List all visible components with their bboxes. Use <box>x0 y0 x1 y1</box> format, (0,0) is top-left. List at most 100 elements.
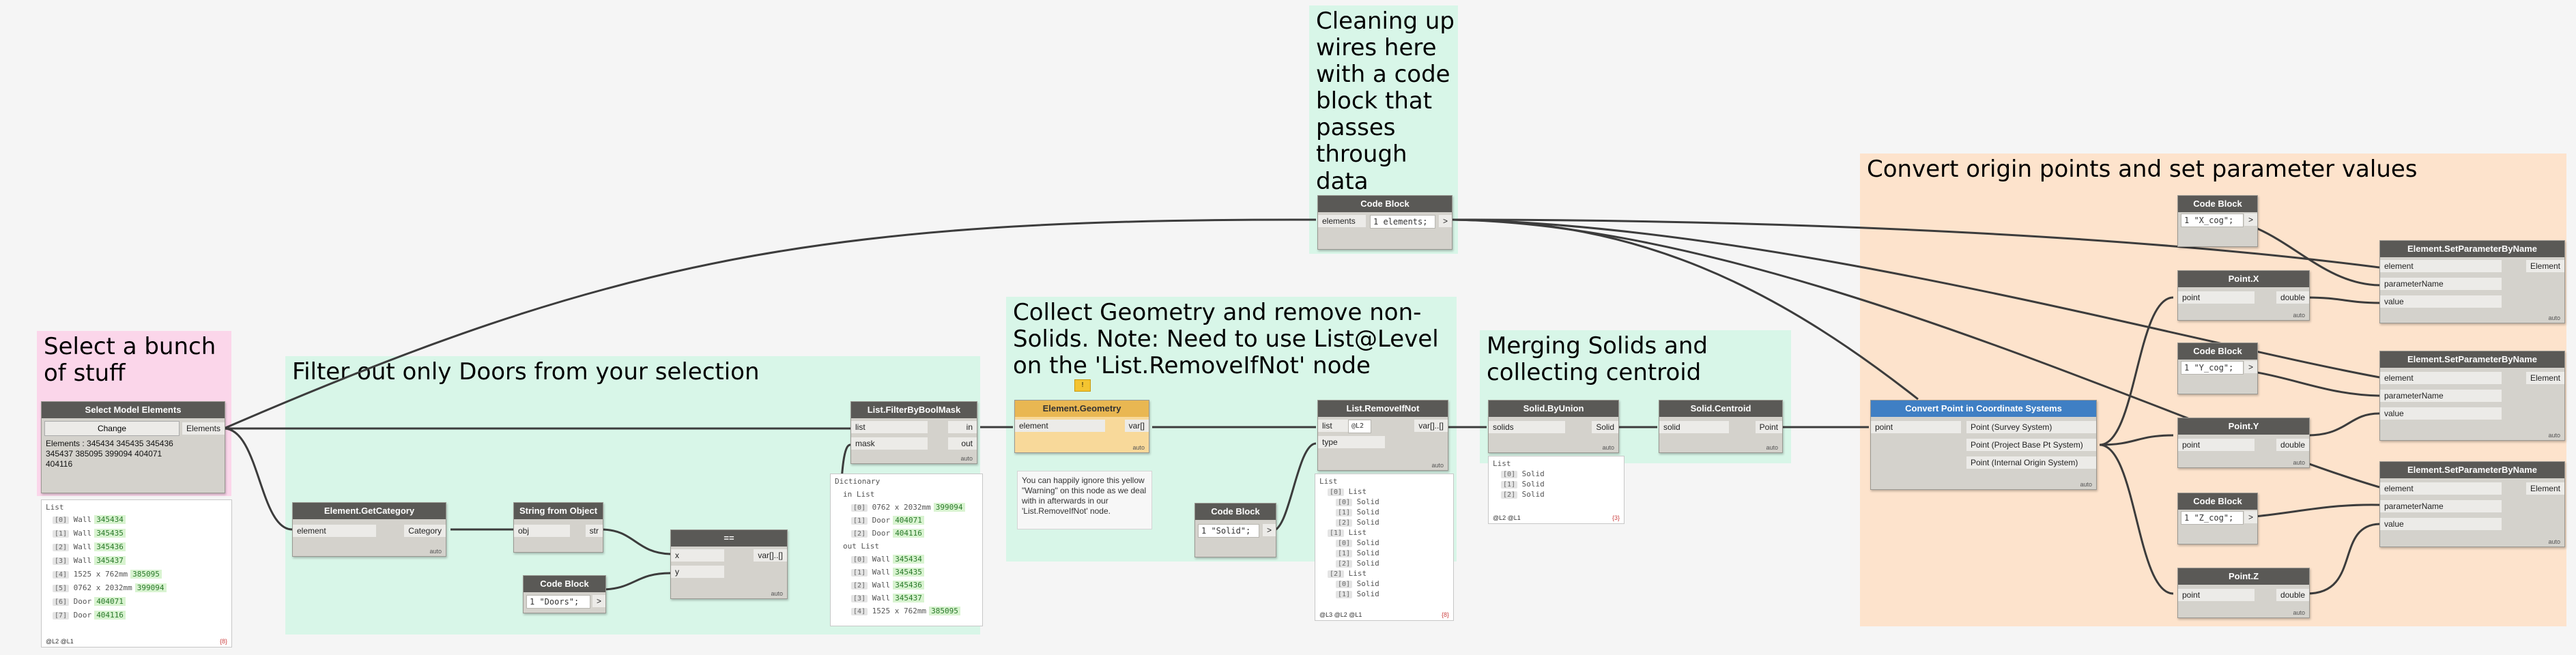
input-port-value[interactable]: value <box>2380 295 2502 308</box>
output-port-element[interactable]: Element <box>2525 260 2564 272</box>
preview-text: Solid <box>1352 549 1379 557</box>
output-port-point[interactable]: Point <box>1755 421 1782 433</box>
output-port-element[interactable]: Element <box>2525 482 2564 495</box>
input-port-solid[interactable]: solid <box>1659 421 1729 433</box>
node-solid-centroid[interactable]: Solid.Centroid solid Point auto <box>1659 400 1783 453</box>
node-code-block-doors[interactable]: Code Block 1 "Doors"; > <box>523 575 606 613</box>
input-port-mask[interactable]: mask <box>851 437 928 450</box>
node-list-removeifnot[interactable]: List.RemoveIfNot list @L2 type var[]..[]… <box>1317 400 1448 471</box>
output-port[interactable]: > <box>2244 361 2257 373</box>
preview-index: [3] <box>53 557 70 565</box>
node-point-z[interactable]: Point.Z point double auto <box>2177 568 2310 618</box>
code-editor[interactable]: 1 "X_cog"; <box>2181 214 2244 227</box>
input-port-value[interactable]: value <box>2380 407 2502 420</box>
node-solid-byunion[interactable]: Solid.ByUnion solids Solid auto <box>1488 400 1619 453</box>
output-port-project-base[interactable]: Point (Project Base Pt System) <box>1966 439 2096 451</box>
output-port-var[interactable]: var[]..[] <box>754 549 787 562</box>
output-port-in[interactable]: in <box>948 421 977 433</box>
output-port-double[interactable]: double <box>2276 589 2309 601</box>
input-port-point[interactable]: point <box>2178 589 2255 601</box>
output-port-element[interactable]: Element <box>2525 372 2564 384</box>
input-port-parametername[interactable]: parameterName <box>2380 500 2502 512</box>
input-port-point[interactable]: point <box>2178 439 2255 451</box>
node-code-block-solid[interactable]: Code Block 1 "Solid"; > <box>1194 503 1276 557</box>
output-port-str[interactable]: str <box>585 525 603 537</box>
input-port-solids[interactable]: solids <box>1489 421 1565 433</box>
input-port-element[interactable]: element <box>2380 260 2502 272</box>
node-equals[interactable]: == x y var[]..[] auto <box>670 529 788 599</box>
node-string-from-object[interactable]: String from Object obj str <box>513 502 603 553</box>
node-point-x[interactable]: Point.X point double auto <box>2177 270 2310 321</box>
output-port[interactable]: > <box>2244 511 2257 523</box>
input-port-element[interactable]: element <box>293 525 376 537</box>
input-port-point[interactable]: point <box>1871 421 1961 433</box>
input-port-element[interactable]: element <box>2380 482 2502 495</box>
preview-value: 345436 <box>94 542 126 551</box>
code-editor[interactable]: 1 "Z_cog"; <box>2181 511 2244 525</box>
node-select-model-elements[interactable]: Select Model Elements Change Elements El… <box>41 401 225 493</box>
input-port-type[interactable]: type <box>1318 436 1385 448</box>
output-port-var[interactable]: var[] <box>1124 420 1149 432</box>
output-port-elements[interactable]: Elements <box>182 422 225 435</box>
input-port-element[interactable]: element <box>2380 372 2502 384</box>
output-port-out[interactable]: out <box>948 437 977 450</box>
node-set-parameter-z[interactable]: Element.SetParameterByName element param… <box>2379 461 2565 547</box>
change-button[interactable]: Change <box>44 421 180 436</box>
node-element-geometry[interactable]: Element.Geometry element var[] auto <box>1014 400 1149 453</box>
node-convert-point[interactable]: Convert Point in Coordinate Systems poin… <box>1870 400 2097 490</box>
code-editor[interactable]: 1 elements; <box>1370 215 1435 229</box>
node-list-filterbyboolmask[interactable]: List.FilterByBoolMask list mask in out a… <box>850 401 977 464</box>
list-level-badge[interactable]: @L2 <box>1348 420 1371 433</box>
preview-text: Door <box>69 611 92 620</box>
code-editor[interactable]: 1 "Y_cog"; <box>2181 361 2244 375</box>
preview-text: 0762 x 2032mm <box>868 503 931 512</box>
node-set-parameter-y[interactable]: Element.SetParameterByName element param… <box>2379 351 2565 441</box>
group-cleanup[interactable]: Cleaning up wires here with a code block… <box>1309 5 1458 254</box>
input-port-value[interactable]: value <box>2380 518 2502 530</box>
input-port-list[interactable]: list <box>1318 420 1349 432</box>
output-port[interactable]: > <box>1438 215 1452 227</box>
node-point-y[interactable]: Point.Y point double auto <box>2177 418 2310 468</box>
output-port[interactable]: > <box>592 595 605 607</box>
output-port[interactable]: > <box>2244 214 2257 226</box>
preview-row: [1] List <box>1328 528 1366 537</box>
output-port-double[interactable]: double <box>2276 439 2309 451</box>
input-port-parametername[interactable]: parameterName <box>2380 278 2502 290</box>
input-port-elements[interactable]: elements <box>1318 215 1366 227</box>
input-port-y[interactable]: y <box>671 566 724 578</box>
node-code-block-x[interactable]: Code Block 1 "X_cog"; > <box>2177 195 2258 247</box>
wire <box>1452 218 2380 269</box>
node-element-getcategory[interactable]: Element.GetCategory element Category aut… <box>292 502 446 557</box>
lacing-label: auto <box>1132 444 1145 451</box>
output-port-double[interactable]: double <box>2276 291 2309 304</box>
preview-text: Solid <box>1352 579 1379 588</box>
output-port-survey[interactable]: Point (Survey System) <box>1966 421 2096 433</box>
node-set-parameter-x[interactable]: Element.SetParameterByName element param… <box>2379 240 2565 323</box>
node-code-block-y[interactable]: Code Block 1 "Y_cog"; > <box>2177 343 2258 394</box>
group-merge-title: Merging Solids and collecting centroid <box>1487 332 1708 387</box>
preview-value: 404116 <box>893 529 924 538</box>
output-port-category[interactable]: Category <box>404 525 446 537</box>
input-port-parametername[interactable]: parameterName <box>2380 390 2502 402</box>
input-port-x[interactable]: x <box>671 549 724 562</box>
node-code-block-z[interactable]: Code Block 1 "Z_cog"; > <box>2177 493 2258 544</box>
node-code-block-elements[interactable]: Code Block elements 1 elements; > <box>1317 195 1452 250</box>
input-port-point[interactable]: point <box>2178 291 2255 304</box>
input-port-element[interactable]: element <box>1015 420 1105 432</box>
output-port-internal-origin[interactable]: Point (Internal Origin System) <box>1966 456 2096 469</box>
preview-row: [0] Solid <box>1501 469 1545 478</box>
output-port-var[interactable]: var[]..[] <box>1414 420 1448 432</box>
preview-row: [0] Solid <box>1336 538 1379 547</box>
lacing-label: auto <box>2293 459 2305 466</box>
preview-text: in List <box>843 490 875 499</box>
code-editor[interactable]: 1 "Doors"; <box>526 595 590 609</box>
input-port-list[interactable]: list <box>851 421 928 433</box>
output-port[interactable]: > <box>1262 524 1276 536</box>
input-port-obj[interactable]: obj <box>514 525 570 537</box>
code-editor[interactable]: 1 "Solid"; <box>1198 524 1259 538</box>
warning-bulb-icon[interactable]: ! <box>1074 379 1091 392</box>
output-port-solid[interactable]: Solid <box>1592 421 1618 433</box>
